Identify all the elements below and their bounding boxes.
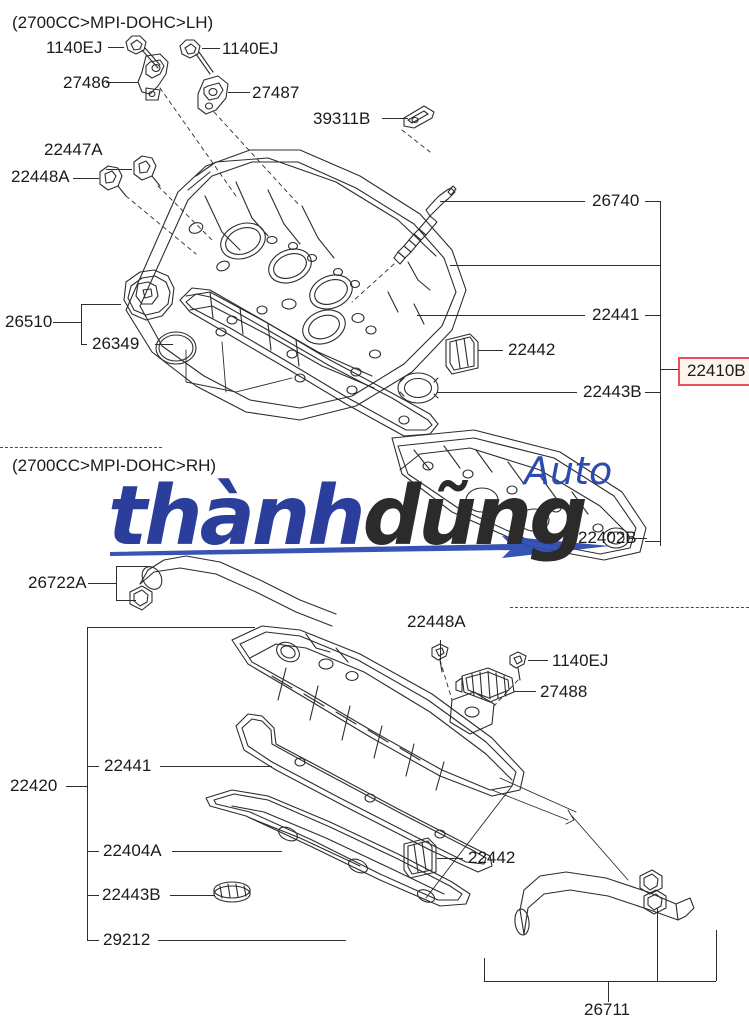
leader-27487 [228,92,250,93]
bracket-tick-22402b [645,541,660,542]
leader-39311b [382,118,408,119]
label-39311b: 39311B [313,109,371,128]
label-26510: 26510 [5,312,53,331]
leader-22441-top [417,315,585,316]
leader-26722a-clamp [116,600,136,601]
label-26349: 26349 [92,334,140,353]
section-divider-bottom-right [510,607,749,608]
leader-22442-top [478,350,503,351]
bracket-26711-mid [657,908,658,981]
leader-26711 [608,981,609,1002]
label-1140ej-bottom: 1140EJ [552,651,609,670]
leader-29212 [158,940,346,941]
label-22442-top: 22442 [508,340,556,359]
leader-22443b-top [437,392,577,393]
leader-22442-bottom [437,858,463,859]
leader-26349-stub [81,344,87,345]
bracket-tick-22441-bottom [87,766,99,767]
leader-26722a [88,583,116,584]
label-29212: 29212 [103,930,151,949]
leader-22404a [172,851,282,852]
bracket-tick-22441 [645,315,660,316]
bracket-tick-22443b-bottom [87,895,99,896]
label-1140ej-b: 1140EJ [222,39,279,58]
label-26711: 26711 [584,1000,631,1019]
bracket-26722a [116,566,117,600]
label-22420: 22420 [10,776,58,795]
leader-26510 [53,322,81,323]
bracket-26510 [81,304,82,344]
label-22441-bottom: 22441 [104,756,152,775]
leader-22420 [66,786,87,787]
leader-26740 [440,201,585,202]
section-divider-top-left [0,447,162,448]
leader-1140ej-bottom [528,660,548,661]
leader-22443b-bottom [170,895,215,896]
label-27487: 27487 [252,83,300,102]
leader-22448a-bottom [440,640,441,660]
label-22442-bottom: 22442 [468,848,516,867]
bracket-tick-22443b [645,392,660,393]
leader-22441-bottom [160,766,272,767]
leader-26510-cap [81,304,121,305]
leader-26722a-hose [116,566,150,567]
leader-22420-cover [87,627,255,628]
leader-1140ej-b [202,48,220,49]
label-22443b-top: 22443B [583,382,642,401]
leader-22448a [73,178,99,179]
bracket-22420 [87,627,88,940]
section-title-lh: (2700CC>MPI-DOHC>LH) [12,13,214,32]
label-22448a: 22448A [11,167,70,186]
bracket-26711-base [484,981,716,982]
label-22448a-bottom: 22448A [407,612,466,631]
bracket-tick-26740 [645,201,660,202]
label-22402b: 22402B [578,528,637,547]
leader-27488 [514,691,536,692]
leader-26349 [155,344,173,345]
label-26740: 26740 [592,191,640,210]
bracket-tick-22404a [87,851,99,852]
leader-1140ej-a [108,47,124,48]
label-27488: 27488 [540,682,588,701]
bracket-22410b [660,201,661,546]
leader-22402b [629,538,647,539]
label-26722a: 26722A [28,573,87,592]
section-title-rh: (2700CC>MPI-DOHC>RH) [12,456,217,475]
label-22447a: 22447A [44,140,103,159]
label-22443b-bottom: 22443B [102,885,161,904]
bracket-26711-right [716,930,717,981]
label-22441-top: 22441 [592,305,640,324]
leader-22410b-mid [450,265,660,266]
label-27486: 27486 [63,73,111,92]
leader-22410b-out [660,369,678,370]
label-22404a: 22404A [103,841,162,860]
leader-27486 [106,82,138,83]
leader-22447a [106,169,132,170]
bracket-tick-29212 [87,940,99,941]
label-1140ej-a: 1140EJ [46,38,103,57]
bracket-26711-left [484,958,485,981]
label-22410b-highlight[interactable]: 22410B [678,357,749,386]
